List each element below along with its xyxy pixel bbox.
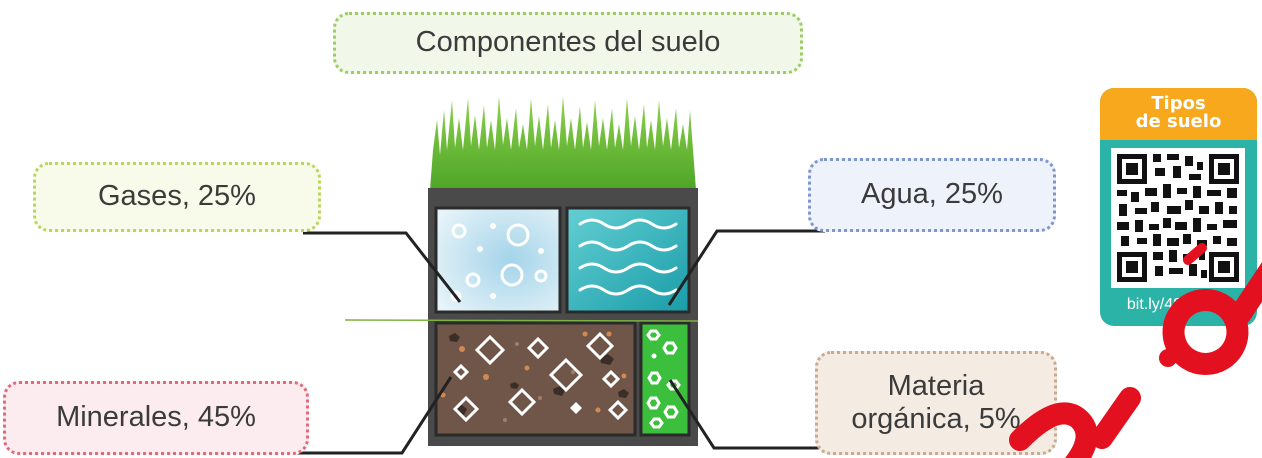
title-text: Componentes del suelo bbox=[415, 26, 721, 59]
qr-heading: Tipos de suelo bbox=[1100, 88, 1257, 140]
gases-leader bbox=[303, 231, 462, 303]
minerales-label: Minerales, 45% bbox=[3, 381, 309, 455]
grass bbox=[430, 96, 696, 190]
gases-cell bbox=[434, 206, 562, 314]
organic-cell bbox=[639, 321, 691, 437]
minerales-text: Minerales, 45% bbox=[56, 401, 256, 434]
gases-label: Gases, 25% bbox=[33, 162, 321, 232]
diagram-title: Componentes del suelo bbox=[333, 12, 803, 74]
qr-card[interactable]: Tipos de suelo bit.ly/489H4F2 bbox=[1100, 88, 1257, 326]
minerals-cell bbox=[434, 321, 637, 437]
separator-line bbox=[344, 319, 699, 322]
gases-text: Gases, 25% bbox=[98, 180, 256, 213]
materia-text: Materia orgánica, 5% bbox=[851, 369, 1021, 435]
water-cell bbox=[565, 206, 691, 314]
qr-code-icon[interactable] bbox=[1111, 148, 1245, 288]
materia-label: Materia orgánica, 5% bbox=[815, 351, 1057, 455]
agua-leader bbox=[667, 229, 825, 306]
minerales-leader bbox=[297, 376, 453, 455]
agua-label: Agua, 25% bbox=[808, 158, 1056, 232]
qr-link[interactable]: bit.ly/489H4F2 bbox=[1126, 296, 1231, 313]
agua-text: Agua, 25% bbox=[861, 178, 1003, 211]
